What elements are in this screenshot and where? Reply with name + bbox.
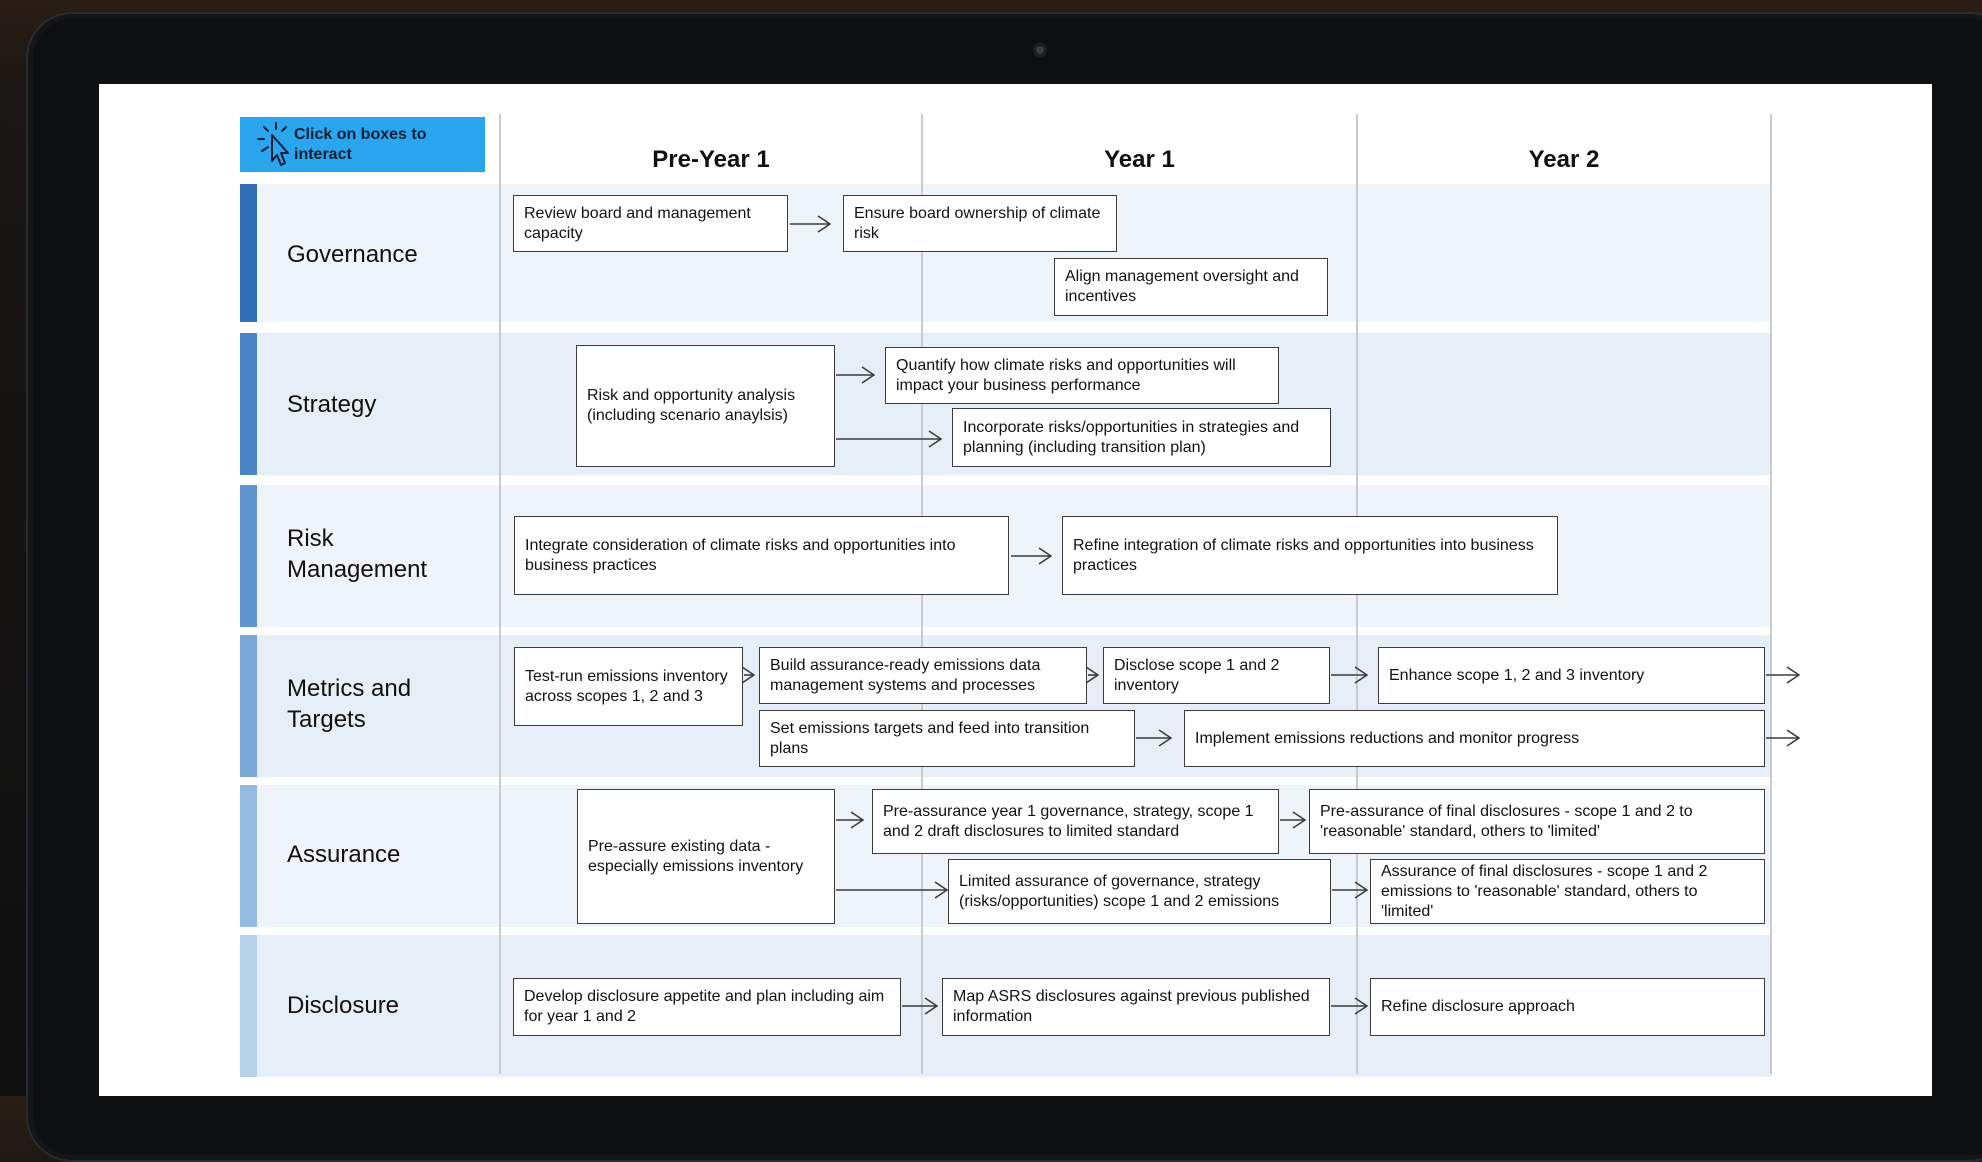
task-box[interactable]: Pre-assure existing data - especially em…	[577, 789, 835, 924]
task-box-text: Refine integration of climate risks and …	[1073, 536, 1534, 574]
cursor-click-icon	[240, 117, 294, 172]
task-box[interactable]: Disclose scope 1 and 2 inventory	[1103, 647, 1330, 704]
row-label-metrics-and-targets: Metrics and Targets	[287, 675, 412, 733]
task-box[interactable]: Assurance of final disclosures - scope 1…	[1370, 859, 1765, 924]
task-box[interactable]: Build assurance-ready emissions data man…	[759, 647, 1087, 704]
task-box[interactable]: Develop disclosure appetite and plan inc…	[513, 978, 901, 1036]
task-box-text: Incorporate risks/opportunities in strat…	[963, 418, 1300, 456]
click-instruction-banner: Click on boxes to interact	[240, 117, 485, 172]
task-box[interactable]: Integrate consideration of climate risks…	[514, 516, 1009, 595]
row-bar-governance	[240, 184, 257, 322]
task-box-text: Ensure board ownership of climate risk	[854, 204, 1101, 242]
task-box-text: Implement emissions reductions and monit…	[1195, 729, 1580, 747]
task-box-text: Disclose scope 1 and 2 inventory	[1114, 656, 1280, 694]
task-box-text: Risk and opportunity analysis (including…	[587, 387, 796, 424]
row-bar-disclosure	[240, 935, 257, 1077]
task-box-text: Map ASRS disclosures against previous pu…	[953, 988, 1310, 1025]
task-box-text: Test-run emissions inventory across scop…	[525, 667, 728, 705]
task-box-text: Set emissions targets and feed into tran…	[770, 719, 1090, 757]
task-box[interactable]: Incorporate risks/opportunities in strat…	[952, 408, 1331, 467]
row-label-strategy: Strategy	[287, 390, 377, 418]
task-box[interactable]: Quantify how climate risks and opportuni…	[885, 347, 1279, 404]
row-label-governance: Governance	[287, 240, 418, 268]
column-divider	[499, 114, 501, 1074]
task-box[interactable]: Align management oversight and incentive…	[1054, 258, 1328, 316]
row-label-risk-management: Risk Management	[287, 525, 428, 583]
task-box-text: Align management oversight and incentive…	[1065, 268, 1299, 305]
row-label-assurance: Assurance	[287, 840, 401, 868]
task-box-text: Refine disclosure approach	[1381, 998, 1575, 1015]
task-box-text: Enhance scope 1, 2 and 3 inventory	[1389, 666, 1645, 684]
row-label-disclosure: Disclosure	[287, 991, 400, 1019]
task-box-text: Review board and management capacity	[524, 204, 751, 242]
task-box-text: Pre-assure existing data - especially em…	[588, 837, 804, 875]
task-box-text: Quantify how climate risks and opportuni…	[896, 356, 1236, 394]
column-header-pre-year-1: Pre-Year 1	[652, 146, 770, 173]
column-divider	[1770, 114, 1772, 1074]
task-box-text: Build assurance-ready emissions data man…	[770, 656, 1041, 694]
task-box[interactable]: Set emissions targets and feed into tran…	[759, 710, 1135, 767]
task-box-text: Assurance of final disclosures - scope 1…	[1381, 862, 1708, 920]
task-box[interactable]: Risk and opportunity analysis (including…	[576, 345, 835, 467]
row-bar-strategy	[240, 333, 257, 475]
row-bar-risk-management	[240, 485, 257, 627]
row-bar-metrics	[240, 635, 257, 777]
task-box[interactable]: Refine disclosure approach	[1370, 978, 1765, 1036]
connector-arrows	[99, 84, 1932, 1096]
column-header-year-1: Year 1	[1104, 146, 1175, 173]
task-box[interactable]: Implement emissions reductions and monit…	[1184, 710, 1765, 767]
task-box[interactable]: Enhance scope 1, 2 and 3 inventory	[1378, 647, 1765, 704]
column-header-year-2: Year 2	[1528, 146, 1600, 173]
task-box[interactable]: Ensure board ownership of climate risk	[843, 195, 1117, 252]
laptop-screen: Click on boxes to interact Pre-Year 1 Ye…	[99, 84, 1932, 1096]
webcam-icon	[1033, 43, 1047, 57]
task-box[interactable]: Refine integration of climate risks and …	[1062, 516, 1558, 595]
task-box[interactable]: Pre-assurance year 1 governance, strateg…	[872, 789, 1279, 854]
task-box-text: Develop disclosure appetite and plan inc…	[524, 988, 885, 1025]
task-box[interactable]: Pre-assurance of final disclosures - sco…	[1309, 789, 1765, 854]
task-box-text: Integrate consideration of climate risks…	[525, 536, 956, 574]
task-box-text: Pre-assurance of final disclosures - sco…	[1320, 802, 1693, 840]
click-instruction-text: Click on boxes to interact	[294, 125, 427, 163]
task-box[interactable]: Review board and management capacity	[513, 195, 788, 252]
task-box-text: Limited assurance of governance, strateg…	[959, 872, 1280, 910]
row-bar-assurance	[240, 785, 257, 927]
task-box[interactable]: Limited assurance of governance, strateg…	[948, 859, 1331, 924]
task-box[interactable]: Map ASRS disclosures against previous pu…	[942, 978, 1330, 1036]
task-box-text: Pre-assurance year 1 governance, strateg…	[883, 802, 1254, 840]
task-box[interactable]: Test-run emissions inventory across scop…	[514, 647, 743, 726]
